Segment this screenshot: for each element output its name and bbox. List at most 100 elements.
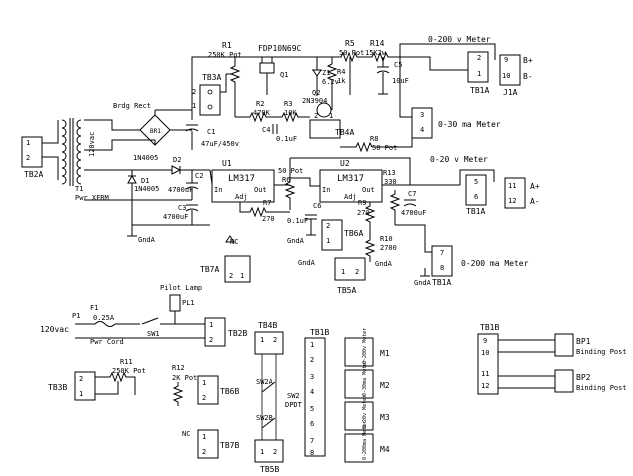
meter2-label: 0-30 ma Meter bbox=[438, 120, 501, 129]
r6-value: 50 Pot bbox=[278, 167, 303, 175]
r5-label: R5 bbox=[345, 39, 355, 48]
sw2b-switch bbox=[261, 417, 276, 429]
tb2a-block bbox=[21, 136, 43, 168]
m4-meter bbox=[344, 433, 374, 463]
tb1b-pin-2: 2 bbox=[310, 356, 314, 364]
sw2-value: DPDT bbox=[285, 401, 303, 409]
tb1b-block bbox=[304, 337, 326, 457]
r10-value: 2700 bbox=[380, 244, 397, 252]
tb6a-block bbox=[321, 219, 343, 251]
pwr-cord-label: Pwr Cord bbox=[90, 338, 124, 346]
pl1-lamp bbox=[169, 294, 181, 312]
m3-text: 0-20v Meter bbox=[362, 395, 368, 428]
tb1a-m1-label: TB1A bbox=[470, 86, 489, 95]
r2-value: 470K bbox=[253, 109, 271, 117]
tb4a-pin-2: 2 bbox=[314, 112, 318, 120]
tb1b-bp-pin-9: 9 bbox=[483, 337, 487, 345]
r13-value: 330 bbox=[384, 178, 397, 186]
c1-label: C1 bbox=[207, 128, 215, 136]
m2-label: M2 bbox=[380, 381, 390, 390]
tb3b-block bbox=[74, 371, 96, 401]
tb7b-label: TB7B bbox=[220, 441, 239, 450]
tb6a-label: TB6A bbox=[344, 229, 363, 238]
tb1a-m4-pin-7: 7 bbox=[440, 249, 444, 257]
nc-label-2: NC bbox=[182, 430, 190, 438]
tb4a-label: TB4A bbox=[335, 128, 354, 137]
tb1a-m3-pin-5: 5 bbox=[474, 178, 478, 186]
tb1a-m4-pin-8: 8 bbox=[440, 264, 444, 272]
r9-resistor bbox=[364, 202, 376, 228]
c2-value: 4700uF bbox=[168, 186, 193, 194]
r10-resistor bbox=[364, 228, 376, 262]
tb1b-pin-6: 6 bbox=[310, 420, 314, 428]
f1-label: F1 bbox=[90, 304, 98, 312]
r1-resistor bbox=[229, 62, 241, 86]
r4-resistor bbox=[326, 57, 338, 110]
tb7a-pin-2: 2 bbox=[229, 272, 233, 280]
t1-primary bbox=[61, 119, 67, 185]
tb3b-pin-1: 1 bbox=[79, 390, 83, 398]
r11-value: 250K Pot bbox=[112, 367, 146, 375]
tb6a-pin-2: 2 bbox=[326, 222, 330, 230]
tb6b-label: TB6B bbox=[220, 387, 239, 396]
r9-value: 270 bbox=[357, 209, 370, 217]
tb1a-meter4-block bbox=[431, 245, 453, 277]
bp2-label: BP2 bbox=[576, 373, 591, 382]
d2-diode bbox=[171, 165, 182, 175]
bp1-value: Binding Post bbox=[576, 348, 627, 356]
tb3a-pin-2: 2 bbox=[192, 88, 196, 96]
bp1-block bbox=[554, 333, 574, 357]
r13-resistor bbox=[389, 190, 401, 225]
r1-label: R1 bbox=[222, 41, 232, 50]
tb5b-block bbox=[254, 439, 284, 463]
sw2a-label: SW2A bbox=[256, 378, 274, 386]
tb3b-pin-2: 2 bbox=[79, 375, 83, 383]
tb1a-m3-label: TB1A bbox=[466, 207, 485, 216]
j1a-label: J1A bbox=[503, 88, 518, 97]
tb1a-m2-pin-4: 4 bbox=[420, 126, 424, 134]
j1a-bplus: B+ bbox=[523, 56, 533, 65]
tb6a-pin-1: 1 bbox=[326, 237, 330, 245]
r5-resistor bbox=[330, 51, 368, 63]
c2-label: C2 bbox=[195, 172, 203, 180]
tb1b-pin-4: 4 bbox=[310, 388, 314, 396]
tb5a-label: TB5A bbox=[337, 286, 356, 295]
u1-adj: Adj bbox=[235, 193, 248, 201]
r8-value: 50 Pot bbox=[372, 144, 397, 152]
q2-transistor bbox=[316, 102, 332, 118]
mains-label: 120vac bbox=[40, 325, 69, 334]
r12-label: R12 bbox=[172, 364, 185, 372]
tb2a-label: TB2A bbox=[24, 170, 43, 179]
tb1b-pin-7: 7 bbox=[310, 437, 314, 445]
c7-value: 4700uF bbox=[401, 209, 426, 217]
r4-value: 1k bbox=[337, 77, 346, 85]
bp2-value: Binding Post bbox=[576, 384, 627, 392]
tb6b-pin-2: 2 bbox=[202, 394, 206, 402]
tb1b-bp-label: TB1B bbox=[480, 323, 499, 332]
sw2b-label: SW2B bbox=[256, 414, 273, 422]
r3-label: R3 bbox=[284, 100, 292, 108]
m4-label: M4 bbox=[380, 445, 390, 454]
c5-label: C5 bbox=[394, 61, 402, 69]
m3-label: M3 bbox=[380, 413, 390, 422]
d1-label: D1 bbox=[141, 177, 149, 185]
r11-resistor bbox=[95, 371, 136, 395]
u2-part: LM317 bbox=[337, 174, 364, 184]
meter1-label: 0-200 v Meter bbox=[428, 35, 491, 44]
r3-resistor bbox=[278, 111, 310, 123]
tb1a-meter1-block bbox=[467, 51, 489, 83]
tb4a-block bbox=[309, 119, 341, 139]
gnd-label-2: GndA bbox=[287, 237, 305, 245]
r9-label: R9 bbox=[358, 199, 366, 207]
a-connector-block bbox=[504, 177, 526, 209]
r2-resistor bbox=[240, 111, 278, 123]
tb2b-pin-2: 2 bbox=[209, 336, 213, 344]
tb2b-pin-1: 1 bbox=[209, 321, 213, 329]
q1-part: FDP10N69C bbox=[258, 44, 302, 53]
r1-value: 250K Pot bbox=[208, 51, 242, 59]
tb1b-pin-8: 8 bbox=[310, 449, 314, 457]
a-pin-12: 12 bbox=[508, 197, 516, 205]
tb3a-pin-1: 1 bbox=[192, 102, 196, 110]
u2-label: U2 bbox=[340, 159, 350, 168]
